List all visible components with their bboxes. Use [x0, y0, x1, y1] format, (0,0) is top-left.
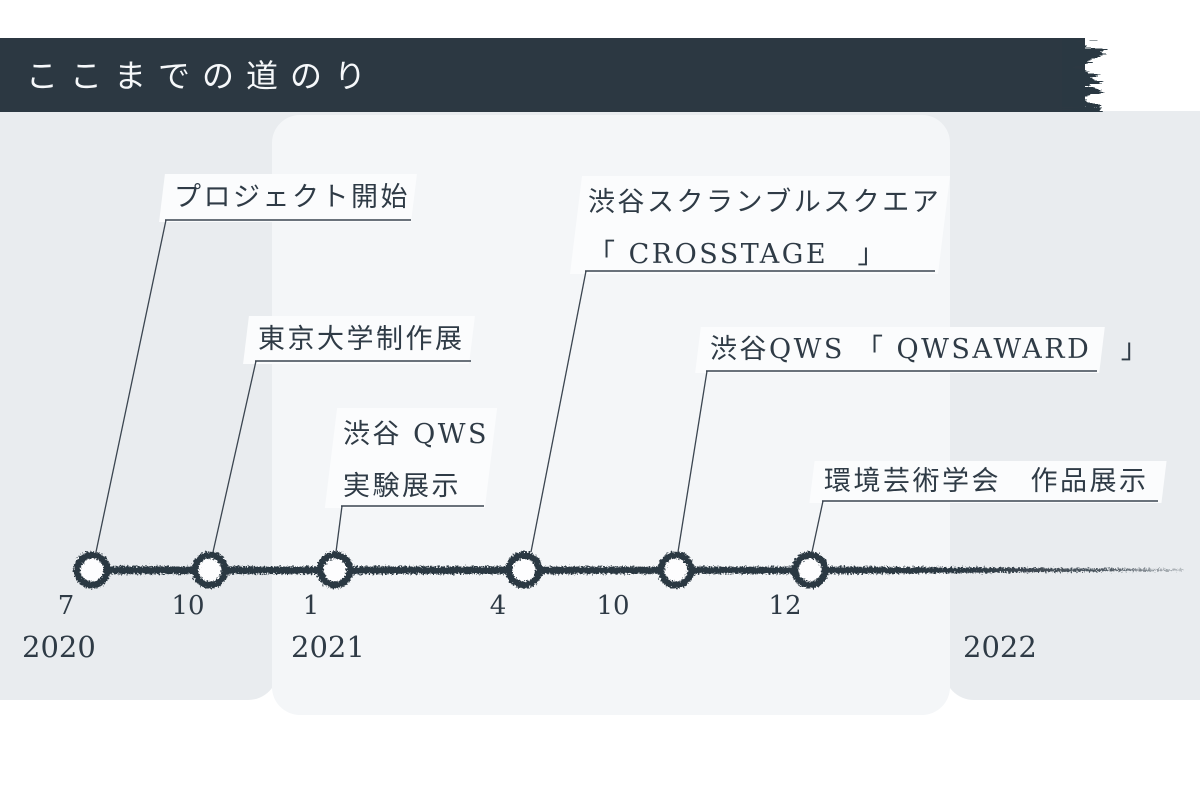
month-label: 10	[596, 591, 630, 621]
month-label: 10	[171, 591, 205, 621]
month-label: 1	[302, 591, 320, 621]
year-label: 2022	[963, 630, 1037, 664]
label-text: 渋谷 QWS	[343, 419, 489, 450]
milestone-label-shibuya-qws-award: 渋谷QWS 「 QWSAWARD 」	[695, 327, 1151, 373]
label-text: 実験展示	[343, 471, 461, 502]
month-label: 4	[489, 591, 507, 621]
milestone-label-shibuya-qws-experiment: 渋谷 QWS 実験展示	[324, 408, 498, 508]
header-bar	[0, 38, 1085, 112]
label-text: 東京大学制作展	[258, 324, 465, 355]
month-label: 7	[57, 591, 75, 621]
header-brush-texture-icon	[1062, 38, 1094, 112]
label-text: 「 CROSSTAGE 」	[588, 239, 888, 270]
milestone-label-tokyo-univ-exhibition: 東京大学制作展	[243, 316, 475, 364]
label-text: 渋谷QWS 「 QWSAWARD 」	[710, 334, 1151, 365]
background-gray-right	[944, 111, 1200, 700]
month-label: 12	[768, 591, 802, 621]
milestone-label-environmental-art-society-exhibition: 環境芸術学会 作品展示	[809, 461, 1167, 503]
year-label: 2020	[22, 630, 96, 664]
milestone-label-shibuya-scramble-square-crosstage: 渋谷スクランブルスクエア「 CROSSTAGE 」	[569, 176, 951, 274]
label-text: 環境芸術学会 作品展示	[824, 466, 1149, 497]
milestone-label-project-start: プロジェクト開始	[159, 174, 417, 222]
year-label: 2021	[291, 630, 365, 664]
label-text: 渋谷スクランブルスクエア	[588, 187, 942, 218]
page-title: ここまでの道のり	[26, 57, 379, 95]
label-text: プロジェクト開始	[174, 182, 410, 213]
